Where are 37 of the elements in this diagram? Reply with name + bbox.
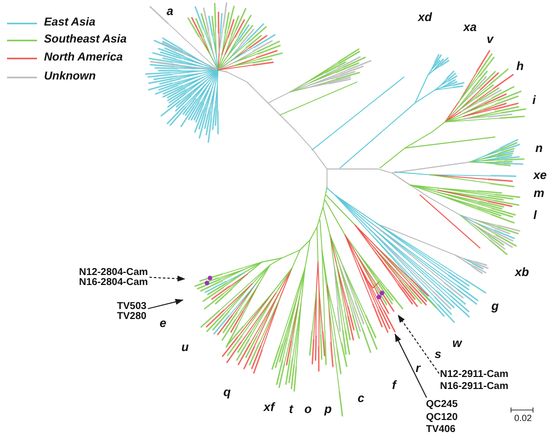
clade-label: q: [223, 386, 231, 398]
dashed-arrow: [398, 314, 440, 374]
scale-bar-label: 0.02: [514, 413, 532, 423]
dashed-arrow: [148, 276, 186, 282]
clade-label: l: [533, 209, 537, 221]
clade-label: xb: [515, 266, 529, 278]
clade-label: xd: [418, 11, 432, 23]
arrow: [394, 334, 428, 398]
legend-label: Unknown: [44, 70, 96, 84]
legend-label: North America: [44, 52, 123, 64]
clade-label: v: [486, 33, 494, 45]
clade-label: u: [181, 341, 189, 353]
clade-label: r: [416, 362, 420, 374]
clade-label: t: [289, 403, 293, 415]
clade-label: n: [535, 142, 543, 154]
clade-label: xf: [264, 401, 274, 413]
arrow: [147, 298, 184, 310]
sample-id-label: TV503 TV280: [117, 302, 148, 322]
clade-label: m: [534, 187, 544, 199]
clade-label: i: [532, 94, 536, 106]
clade-label: s: [434, 348, 442, 360]
clade-label: xa: [463, 21, 477, 33]
sample-id-label: N12-2911-Cam N16-2911-Cam: [440, 369, 510, 393]
legend-label: East Asia: [44, 16, 96, 30]
clade-label: p: [324, 403, 332, 415]
sample-id-label: N12-2804-Cam N16-2804-Cam: [79, 268, 149, 288]
clade-label: w: [452, 337, 462, 349]
clade-label: e: [160, 317, 166, 329]
sample-id-label: QC245 QC120 TV406: [426, 399, 459, 436]
clade-label: c: [358, 392, 364, 404]
clade-label: o: [304, 403, 312, 415]
legend-label: Southeast Asia: [44, 34, 127, 46]
clade-label: xe: [533, 169, 547, 181]
clade-label: h: [516, 60, 524, 72]
clade-label: f: [392, 379, 396, 391]
clade-label: g: [491, 300, 499, 312]
clade-label: a: [166, 5, 174, 17]
